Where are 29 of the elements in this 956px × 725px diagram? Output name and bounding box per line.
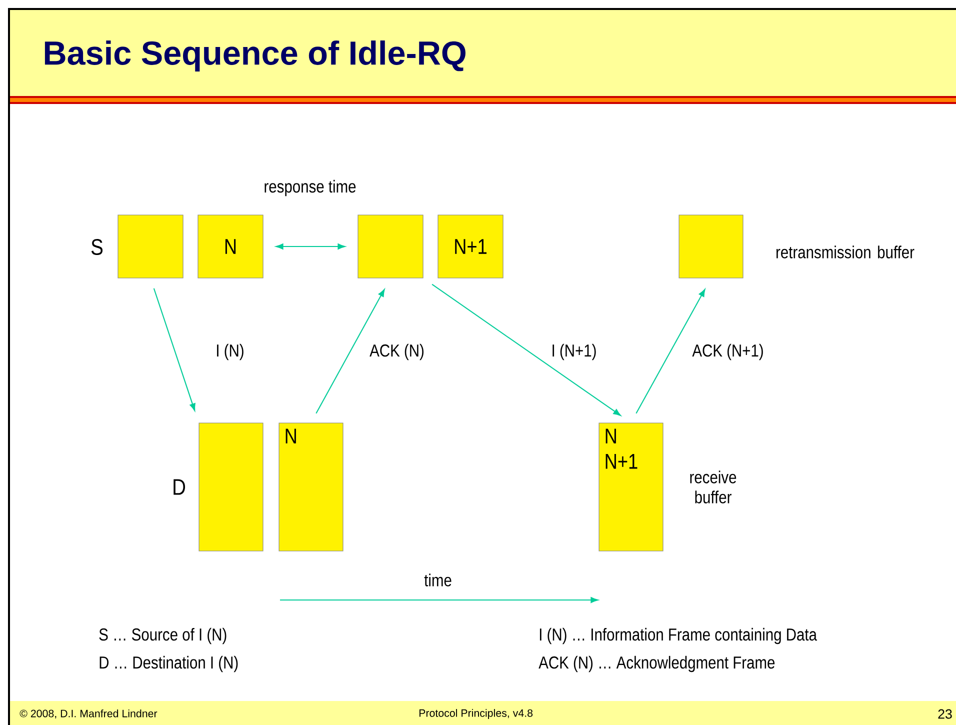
box-caption: retransmission buffer xyxy=(776,246,914,258)
edge-label: ACK (N+1) xyxy=(690,342,766,362)
buffer-box xyxy=(358,214,424,278)
axis-label: time xyxy=(424,574,452,586)
edge-label: I (N+1) xyxy=(550,342,598,362)
buffer-box xyxy=(678,214,744,278)
footer-text: 23 xyxy=(938,709,952,719)
frame-box: N xyxy=(198,214,264,278)
note-text: I (N) … Information Frame containing Data xyxy=(540,628,817,644)
buffer-box xyxy=(118,214,184,278)
arrow xyxy=(636,289,706,414)
arrow xyxy=(316,289,385,414)
buffer-box xyxy=(198,422,264,552)
arrow xyxy=(432,284,621,416)
note-text: ACK (N) … Acknowledgment Frame xyxy=(538,656,775,672)
box-caption: receive buffer xyxy=(690,470,736,504)
footer-text: © 2008, D.I. Manfred Lindner xyxy=(20,709,158,719)
slide-title: Basic Sequence of Idle-RQ xyxy=(44,40,466,72)
frame-box: N+1 xyxy=(438,214,504,278)
frame-box: N N+1 xyxy=(598,422,664,552)
arrow xyxy=(276,244,346,250)
arrow xyxy=(153,288,196,411)
frame-box: N xyxy=(278,422,344,552)
note-text: D … Destination I (N) xyxy=(100,656,238,672)
edge-label: response time xyxy=(262,178,358,198)
edge-label: ACK (N) xyxy=(368,342,426,362)
footer-text: Protocol Principles, v4.8 xyxy=(419,709,533,719)
edge-label: I (N) xyxy=(214,342,246,362)
note-text: S … Source of I (N) xyxy=(99,628,226,644)
